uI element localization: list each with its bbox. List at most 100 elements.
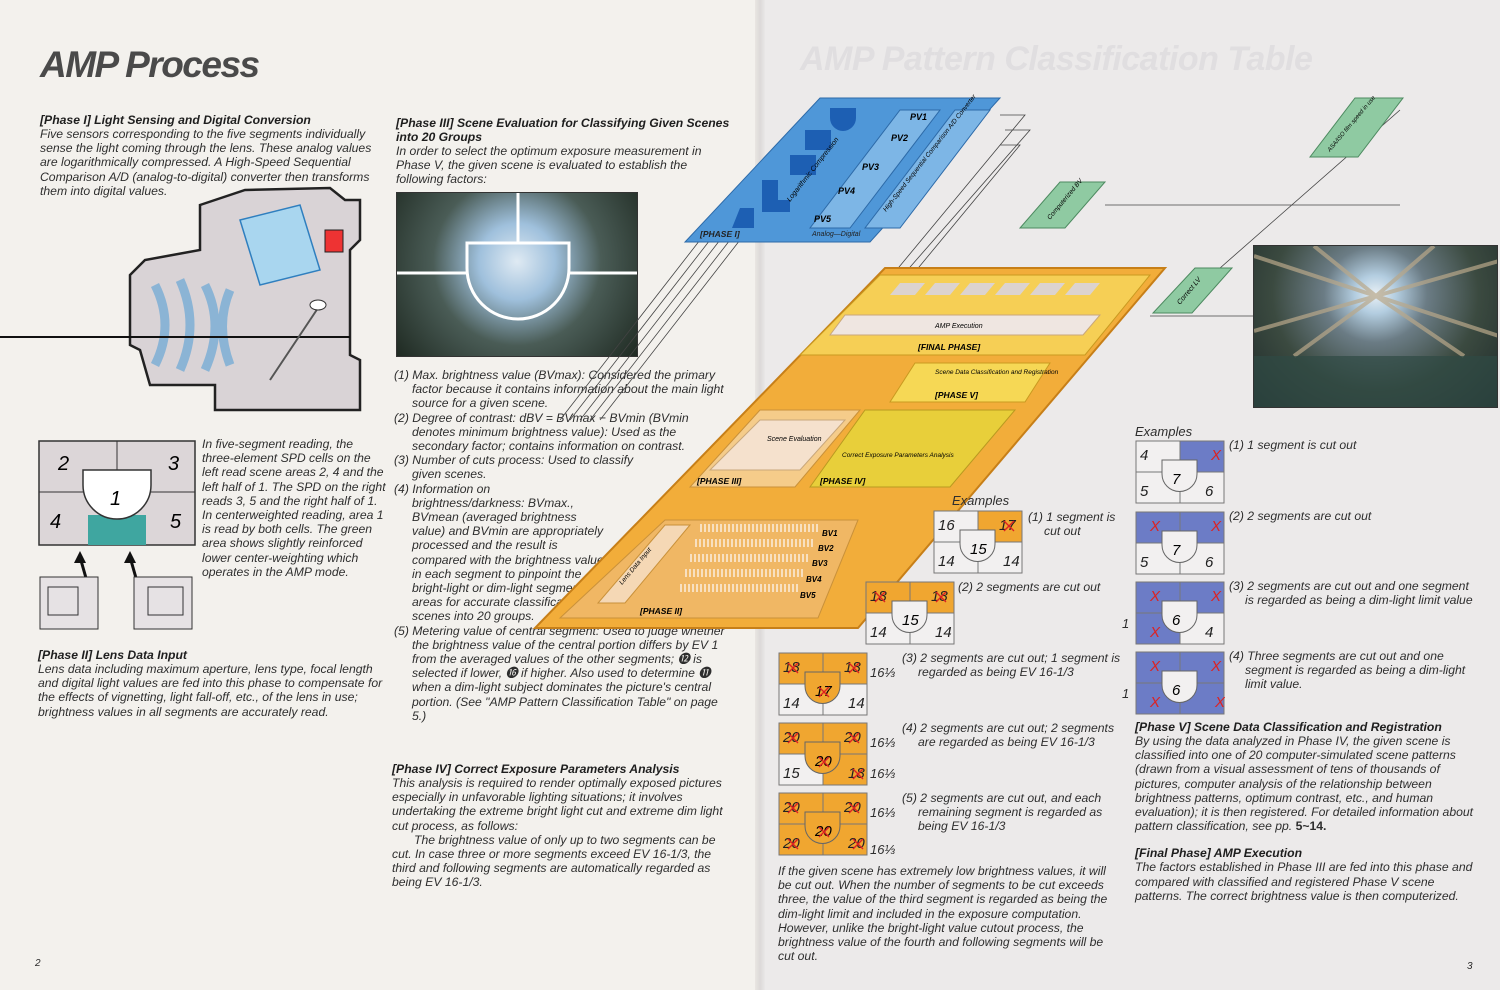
- phase3-section: [Phase III] Scene Evaluation for Classif…: [396, 116, 741, 187]
- example-caption: (3) 2 segments are cut out; 1 segment is…: [902, 651, 1121, 679]
- segment-value: 20: [782, 729, 800, 746]
- dome-photo-result: [1253, 245, 1498, 408]
- page-title: AMP Process: [40, 44, 260, 85]
- dim-examples-title: Examples: [1135, 424, 1193, 439]
- segment-value: 14: [1003, 553, 1020, 570]
- factor-item: (1) Max. brightness value (BVmax): Consi…: [394, 368, 724, 411]
- center-segment: [1161, 670, 1198, 703]
- final-phase-heading: [Final Phase] AMP Execution: [1135, 846, 1303, 861]
- segment-label: 1: [110, 488, 121, 510]
- phase4-body: This analysis is required to render opti…: [392, 776, 723, 833]
- center-value: 6: [1172, 612, 1181, 629]
- segment-value: X: [1210, 518, 1222, 535]
- cut-mark-icon: [787, 732, 799, 744]
- segment-value: X: [1149, 588, 1161, 605]
- factor-item: (5) Metering value of central segment: U…: [394, 623, 725, 723]
- ev-limit-label: 16⅓: [870, 805, 896, 820]
- example-caption: (1) 1 segment is cut out: [1229, 438, 1357, 452]
- cut-mark-icon: [787, 662, 799, 674]
- camera-cross-section: [0, 186, 362, 412]
- segment-value: 6: [1205, 483, 1214, 500]
- page-number-right: 3: [1467, 961, 1473, 972]
- phase5-heading: [Phase V] Scene Data Classification and …: [1135, 720, 1442, 734]
- spd-cells-diagram: [39, 551, 193, 630]
- phase2-heading: [Phase II] Lens Data Input: [38, 648, 187, 662]
- phase1-body: Five sensors corresponding to the five s…: [40, 127, 372, 198]
- ev-limit-label: 16⅓: [870, 665, 896, 680]
- segment-value: 16: [938, 517, 955, 534]
- segment-value: 20: [843, 729, 861, 746]
- segment-value: 4: [1140, 447, 1148, 464]
- center-segment: [891, 600, 928, 633]
- example-caption: (5) 2 segments are cut out, and each rem…: [902, 791, 1103, 833]
- page-number-left: 2: [35, 958, 41, 969]
- ev-limit-label: 16⅓: [870, 766, 896, 781]
- ev-limit-label: 16⅓: [870, 842, 896, 857]
- cut-mark-icon: [1003, 520, 1015, 532]
- cut-mark-icon: [848, 662, 860, 674]
- segment-value: X: [1149, 694, 1161, 711]
- segment-label: 3: [168, 453, 179, 475]
- center-segment: [804, 741, 841, 774]
- phase3-factor-list: (1) Max. brightness value (BVmax): Consi…: [394, 368, 739, 723]
- page-gutter: [755, 0, 765, 990]
- dim-limit-marker: 1: [1122, 616, 1130, 631]
- segment-value: 20: [782, 799, 800, 816]
- phase4-section: [Phase IV] Correct Exposure Parameters A…: [392, 762, 727, 890]
- cut-mark-icon: [848, 732, 860, 744]
- example-caption: (4) 2 segments are cut out; 2 segments a…: [902, 721, 1115, 749]
- dome-photo-segmented: [396, 192, 638, 357]
- cut-mark-icon: [818, 826, 830, 838]
- segment-value: X: [1210, 658, 1222, 675]
- phase4-body-2: The brightness value of only up to two s…: [392, 832, 716, 890]
- dim-light-note: If the given scene has extremely low bri…: [778, 864, 1108, 964]
- segment-value: X: [1149, 658, 1161, 675]
- bright-examples-title: Examples: [952, 493, 1010, 508]
- segment-value: X: [1149, 624, 1161, 641]
- segment-cell: [1179, 651, 1225, 684]
- cut-mark-icon: [852, 838, 864, 850]
- segment-value: 5: [1140, 483, 1149, 500]
- phase5-body: By using the data analyzed in Phase IV, …: [1135, 734, 1474, 834]
- dim-limit-marker: 1: [1122, 686, 1130, 701]
- cut-mark-icon: [852, 768, 864, 780]
- segment-value: 15: [783, 765, 800, 782]
- factor-item: (2) Degree of contrast: dBV = BVmax − BV…: [394, 410, 689, 454]
- phase5-section: [Phase V] Scene Data Classification and …: [1135, 720, 1480, 903]
- segment-value: 14: [870, 624, 887, 641]
- cut-mark-icon: [848, 802, 860, 814]
- cut-mark-icon: [874, 591, 886, 603]
- example-caption: (4) Three segments are cut out and one s…: [1229, 649, 1466, 691]
- segment-overlay: [397, 193, 637, 321]
- show-through-title: AMP Pattern Classification Table: [800, 40, 1313, 78]
- segment-label: 5: [170, 511, 182, 533]
- phase5-pages: 5~14.: [1295, 819, 1327, 834]
- example-caption: (2) 2 segments are cut out: [958, 580, 1101, 594]
- factor-item: (3) Number of cuts process: Used to clas…: [394, 453, 634, 482]
- center-value: 15: [970, 541, 987, 558]
- example-caption: (2) 2 segments are cut out: [1229, 509, 1372, 523]
- center-segment: [804, 671, 841, 704]
- five-segment-diagram: 2 3 1 4 5: [38, 440, 196, 546]
- center-value: 6: [1172, 682, 1181, 699]
- segment-value: 5: [1140, 554, 1149, 571]
- factor-item: (4) Information on brightness/darkness: …: [394, 481, 604, 624]
- center-value: 15: [902, 612, 919, 629]
- example-caption: (1) 1 segment is cut out: [1028, 510, 1116, 538]
- segment-value: 14: [783, 695, 800, 712]
- phase1-heading: [Phase I] Light Sensing and Digital Conv…: [40, 113, 311, 127]
- segment-value: X: [1149, 518, 1161, 535]
- phase3-heading: [Phase III] Scene Evaluation for Classif…: [396, 116, 730, 144]
- segment-value: X: [1214, 694, 1225, 711]
- segment-value: 6: [1205, 554, 1214, 571]
- center-segment: [804, 811, 841, 844]
